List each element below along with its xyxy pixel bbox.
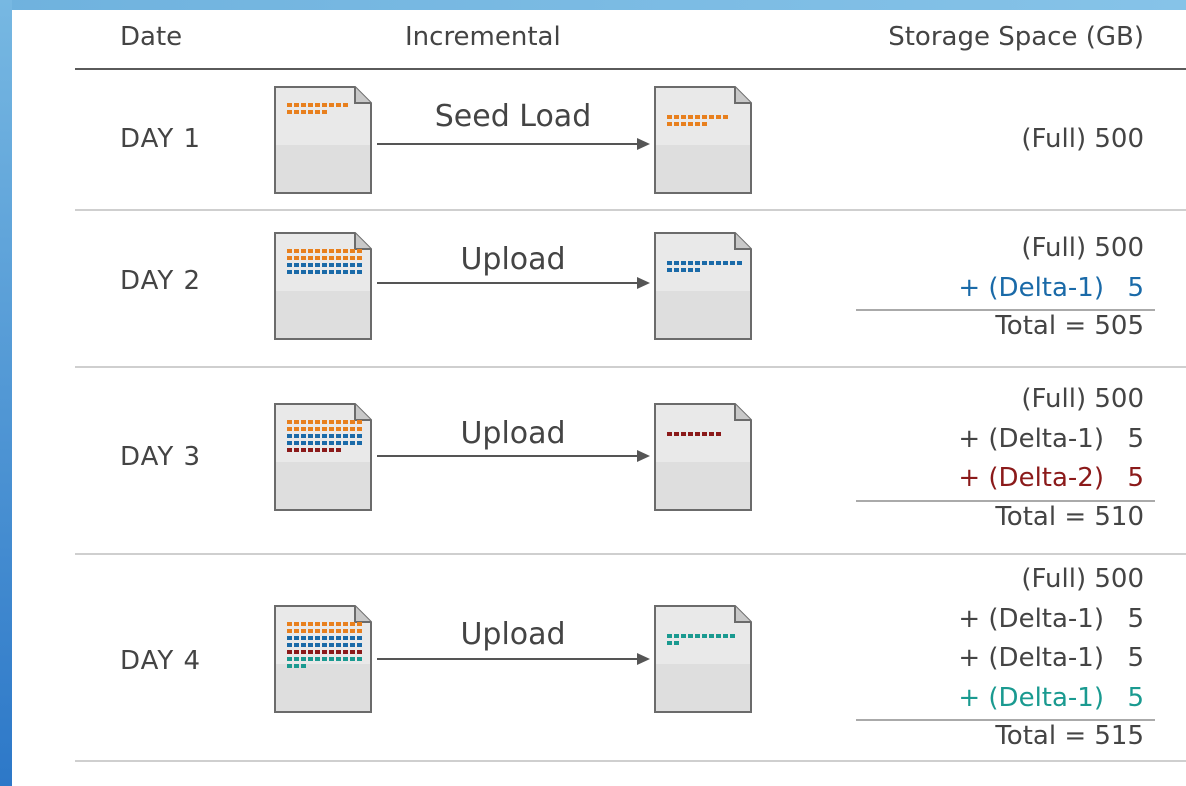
storage-line: (Full) 500 [1021, 384, 1144, 414]
storage-line-delta: + (Delta-2) 5 [958, 463, 1144, 493]
header-rule [75, 68, 1186, 70]
delta-label: + (Delta-1) [958, 424, 1104, 454]
delta-value: 5 [1127, 683, 1144, 713]
operation-label: Seed Load [434, 99, 592, 134]
delta-value: 5 [1127, 424, 1144, 454]
storage-line-delta: + (Delta-1) 5 [958, 604, 1144, 634]
delta-label: + (Delta-2) [958, 463, 1104, 493]
diagram-canvas [12, 10, 1186, 786]
source-file-icon [273, 85, 373, 195]
storage-line-delta: + (Delta-1) 5 [958, 273, 1144, 303]
storage-line-delta: + (Delta-1) 5 [958, 643, 1144, 673]
total-rule [856, 309, 1155, 311]
arrow-head-icon [637, 450, 650, 462]
delta-value: 5 [1127, 643, 1144, 673]
day-label: DAY 1 [120, 124, 202, 154]
target-file-icon [653, 85, 753, 195]
operation-label: Upload [460, 242, 566, 277]
header-date: Date [120, 22, 183, 52]
row-separator [75, 209, 1186, 211]
arrow-line [377, 455, 639, 457]
header-incremental: Incremental [405, 22, 561, 52]
storage-line-delta: + (Delta-1) 5 [958, 424, 1144, 454]
delta-label: + (Delta-1) [958, 683, 1104, 713]
row-separator [75, 366, 1186, 368]
storage-total: Total = 515 [995, 721, 1144, 751]
storage-total: Total = 505 [995, 311, 1144, 341]
source-file-icon [273, 402, 373, 512]
delta-label: + (Delta-1) [958, 273, 1104, 303]
operation-label: Upload [460, 617, 566, 652]
operation-label: Upload [460, 416, 566, 451]
arrow-head-icon [637, 138, 650, 150]
arrow-head-icon [637, 653, 650, 665]
storage-line: (Full) 500 [1021, 124, 1144, 154]
source-file-icon [273, 231, 373, 341]
source-file-icon [273, 604, 373, 714]
arrow-line [377, 658, 639, 660]
arrow-line [377, 282, 639, 284]
day-label: DAY 4 [120, 646, 202, 676]
header-storage: Storage Space (GB) [888, 22, 1144, 52]
target-file-icon [653, 604, 753, 714]
day-label: DAY 3 [120, 442, 202, 472]
target-file-icon [653, 231, 753, 341]
delta-label: + (Delta-1) [958, 604, 1104, 634]
day-label: DAY 2 [120, 266, 202, 296]
storage-line: (Full) 500 [1021, 564, 1144, 594]
target-file-icon [653, 402, 753, 512]
row-separator [75, 760, 1186, 762]
delta-label: + (Delta-1) [958, 643, 1104, 673]
storage-line: (Full) 500 [1021, 233, 1144, 263]
storage-line-delta: + (Delta-1) 5 [958, 683, 1144, 713]
arrow-head-icon [637, 277, 650, 289]
total-rule [856, 500, 1155, 502]
delta-value: 5 [1127, 273, 1144, 303]
arrow-line [377, 143, 639, 145]
delta-value: 5 [1127, 463, 1144, 493]
total-rule [856, 719, 1155, 721]
storage-total: Total = 510 [995, 502, 1144, 532]
left-border [0, 0, 12, 786]
delta-value: 5 [1127, 604, 1144, 634]
row-separator [75, 553, 1186, 555]
top-border [0, 0, 1186, 10]
